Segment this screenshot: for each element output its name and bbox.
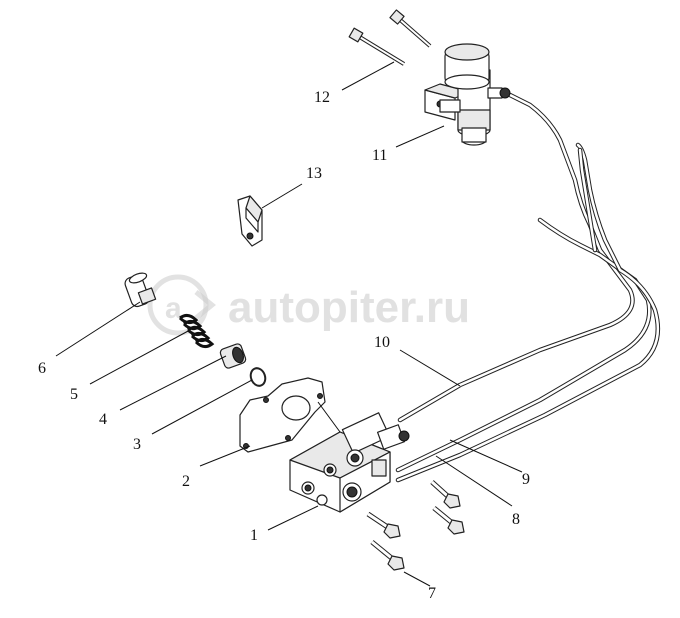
callout-1: 1 xyxy=(250,527,258,544)
callout-3: 3 xyxy=(133,436,141,453)
pipes xyxy=(395,92,661,483)
watermark: a autopiter.ru xyxy=(147,274,470,336)
part-11-unit xyxy=(424,43,511,146)
leader-lines xyxy=(55,61,523,587)
callout-6: 6 xyxy=(38,360,46,377)
part-4-seat xyxy=(219,343,247,369)
callout-5: 5 xyxy=(70,386,78,403)
part-1-valve-block xyxy=(289,412,410,513)
callout-9: 9 xyxy=(522,471,530,488)
part-2-gasket xyxy=(239,377,326,453)
callout-2: 2 xyxy=(182,473,190,490)
callout-13: 13 xyxy=(306,165,322,182)
part-7-bolts xyxy=(366,480,465,571)
watermark-text: autopiter.ru xyxy=(228,283,470,332)
callout-12: 12 xyxy=(314,89,330,106)
callout-10: 10 xyxy=(374,334,390,351)
callout-8: 8 xyxy=(512,511,520,528)
part-6-plunger xyxy=(124,272,157,308)
callout-7: 7 xyxy=(428,585,436,602)
part-5-spring xyxy=(178,313,215,349)
part-13-clamp xyxy=(237,195,263,247)
callout-labels: 12 11 13 10 6 5 4 3 2 1 9 8 7 xyxy=(38,89,530,602)
callout-4: 4 xyxy=(99,411,107,428)
part-3-o-ring xyxy=(249,367,267,387)
svg-text:a: a xyxy=(165,292,182,325)
part-12-bolts xyxy=(348,9,432,66)
callout-11: 11 xyxy=(372,147,387,164)
